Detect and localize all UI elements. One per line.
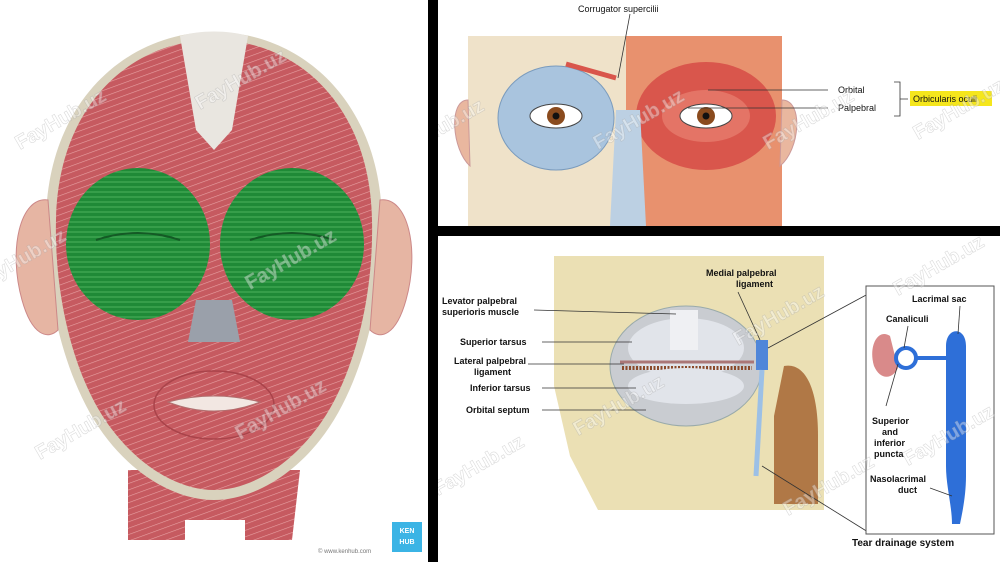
teeth [166,395,262,412]
eyelid-lacrimal-panel: Levator palpebral superioris muscle Supe… [438,236,1000,562]
watermark: FayHub.uz [910,75,1000,145]
label-palpebral: Palpebral [838,103,876,113]
orbicularis-highlight [910,91,992,106]
face-muscles-panel: © www.kenhub.com KEN HUB [0,0,428,562]
label-lateral-2: ligament [474,367,511,377]
label-nasolacrimal-2: duct [898,485,917,495]
watermark: FayHub.uz [438,431,528,501]
kenhub-logo: KEN HUB [392,522,422,552]
orbicularis-oculi-left [220,168,364,320]
label-medial-1: Medial palpebral [706,268,777,278]
label-nasolacrimal-1: Nasolacrimal [870,474,926,484]
label-puncta-1: Superior [872,416,910,426]
logo-text-bottom: HUB [399,539,415,546]
galea-aponeurotica [180,31,248,150]
nasolacrimal-path [753,369,765,477]
nasal-cartilage [188,300,240,342]
eye-corner [872,334,898,377]
label-orbicularis-oculi: Orbicularis oculi [913,94,977,104]
nasal-bone [774,365,818,504]
levator-muscle [670,310,698,350]
tear-drainage-box [865,285,995,535]
label-lacrimal-sac: Lacrimal sac [912,294,967,304]
lacrimal-sac-duct [946,331,966,524]
orbicularis-oculi-panel: Corrugator supercilii Orbital Palpebral … [438,0,1000,226]
label-orbital: Orbital [838,85,865,95]
label-levator-1: Levator palpebral [442,296,517,306]
facial-muscles [55,40,373,490]
label-lateral-1: Lateral palpebral [454,356,526,366]
orbicularis-oculi-illustration: Corrugator supercilii Orbital Palpebral … [438,4,1000,226]
label-levator-2: superioris muscle [442,307,519,317]
label-canaliculi: Canaliculi [886,314,929,324]
copyright-credit: © www.kenhub.com [318,549,372,555]
left-ear [15,199,59,336]
medial-ligament [756,340,768,370]
label-tear-drainage: Tear drainage system [852,538,954,549]
logo-text-top: KEN [399,528,415,535]
face-muscles-illustration [15,31,413,540]
label-puncta-4: puncta [874,449,904,459]
right-ear [369,199,413,336]
eyelid-lacrimal-illustration: Levator palpebral superioris muscle Supe… [438,236,998,549]
label-inferior-tarsus: Inferior tarsus [470,383,531,393]
label-medial-2: ligament [736,279,773,289]
label-puncta-3: inferior [874,438,906,448]
corrugator-muscle [565,61,617,81]
label-corrugator: Corrugator supercilii [578,4,659,14]
label-puncta-2: and [882,427,898,437]
inferior-tarsus [628,368,744,404]
label-superior-tarsus: Superior tarsus [460,337,527,347]
orbicularis-oculi-right [66,168,210,320]
label-orbital-septum: Orbital septum [466,405,530,415]
